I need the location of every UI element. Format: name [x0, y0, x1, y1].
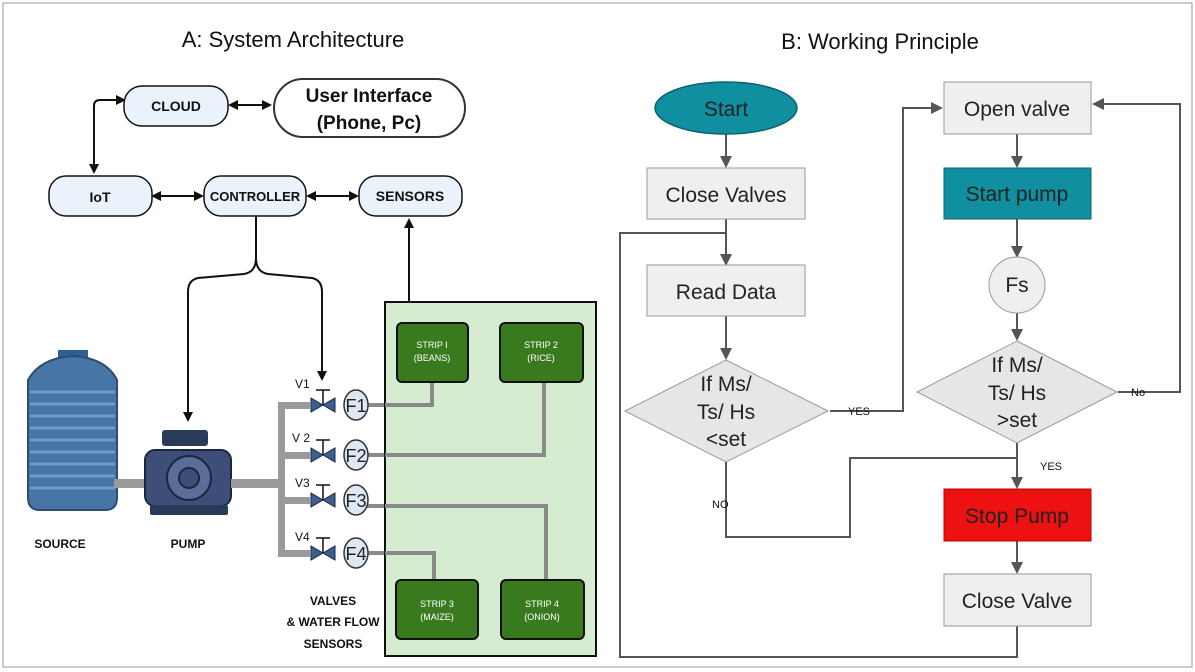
valve-label-v1: V1	[295, 377, 310, 391]
close-valve-node: Close Valve	[943, 573, 1092, 627]
cloud-iot-link	[89, 95, 126, 174]
strip-1: STRIP I (BEANS)	[396, 322, 469, 383]
cloud-node: CLOUD	[123, 85, 229, 127]
iot-node: IoT	[48, 175, 153, 217]
start-label: Start	[704, 98, 749, 121]
yes-label-2: YES	[1040, 461, 1062, 473]
strip-4: STRIP 4 (ONION)	[500, 579, 585, 640]
manifold-pipes	[231, 402, 310, 557]
decision-1-line1: If Ms/	[700, 373, 751, 396]
read-data-label: Read Data	[676, 281, 777, 304]
valve-v1-icon	[310, 389, 336, 413]
field-pipes-overlay	[385, 383, 548, 580]
valve-v2-icon	[310, 439, 336, 463]
flow-sensor-f4-label: F4	[345, 544, 366, 564]
start-pump-node: Start pump	[943, 167, 1092, 220]
strip-2-name: STRIP 2	[524, 340, 558, 350]
close-valves-node: Close Valves	[646, 167, 806, 220]
strip-1-crop: (BEANS)	[414, 353, 451, 363]
valves-label-line3: SENSORS	[304, 637, 363, 651]
panel-b-title: B: Working Principle	[781, 29, 979, 54]
flow-sensor-f2: F2	[343, 439, 369, 471]
controller-label: CONTROLLER	[210, 189, 301, 204]
read-data-node: Read Data	[646, 264, 806, 317]
open-valve-node: Open valve	[943, 81, 1092, 135]
controller-to-pump-arrow	[183, 216, 257, 422]
flow-sensor-f4: F4	[343, 537, 369, 569]
controller-to-valve-arrow	[255, 257, 327, 381]
strip-3: STRIP 3 (MAIZE)	[395, 579, 479, 640]
decision-2-line2: Ts/ Hs	[988, 382, 1046, 405]
strip-4-name: STRIP 4	[525, 599, 559, 609]
decision-1-line2: Ts/ Hs	[697, 401, 755, 424]
flow-sensor-f2-label: F2	[345, 446, 366, 466]
no-label-1: NO	[712, 499, 729, 511]
flow-sensor-f3: F3	[343, 484, 369, 516]
user-interface-node: User Interface (Phone, Pc)	[273, 78, 466, 138]
close-valve-label: Close Valve	[962, 590, 1073, 613]
sensors-node: SENSORS	[358, 175, 463, 217]
valves-label-line1: VALVES	[310, 594, 356, 608]
water-tank-icon	[27, 350, 118, 511]
start-node: Start	[654, 81, 798, 135]
pump-icon	[144, 430, 232, 515]
panel-a-title: A: System Architecture	[182, 27, 405, 52]
decision-1-line3: <set	[706, 428, 746, 451]
decision-2-line3: >set	[997, 409, 1037, 432]
fs-label: Fs	[1005, 274, 1028, 297]
decision-2-line1: If Ms/	[991, 354, 1042, 377]
open-valve-label: Open valve	[964, 98, 1070, 121]
valve-label-v3: V3	[295, 476, 310, 490]
strip-4-crop: (ONION)	[524, 612, 560, 622]
pump-label: PUMP	[171, 537, 206, 551]
fs-node: Fs	[988, 256, 1046, 314]
iot-label: IoT	[90, 189, 111, 205]
source-label: SOURCE	[34, 537, 85, 551]
valve-v3-icon	[310, 484, 336, 508]
sensors-label: SENSORS	[376, 188, 444, 204]
strip-3-crop: (MAIZE)	[420, 612, 454, 622]
valve-label-v2: V 2	[292, 431, 310, 445]
flow-sensor-f1-label: F1	[345, 396, 366, 416]
valve-v4-icon	[310, 537, 336, 561]
strip-1-name: STRIP I	[416, 340, 447, 350]
strip-3-name: STRIP 3	[420, 599, 454, 609]
pipe-tank-pump	[114, 479, 144, 488]
flow-connectors	[619, 98, 1181, 658]
controller-node: CONTROLLER	[203, 175, 307, 217]
flow-sensor-f1: F1	[343, 389, 369, 421]
ui-label-line1: User Interface	[306, 86, 433, 107]
valves-label-line2: & WATER FLOW	[286, 615, 380, 629]
strip-2-crop: (RICE)	[527, 353, 555, 363]
flow-sensor-f3-label: F3	[345, 491, 366, 511]
decision-1-node: If Ms/ Ts/ Hs <set	[623, 359, 830, 463]
start-pump-label: Start pump	[966, 183, 1069, 206]
strip-2: STRIP 2 (RICE)	[499, 322, 584, 383]
valve-label-v4: V4	[295, 530, 310, 544]
no-label-2: No	[1131, 387, 1145, 399]
yes-label-1: YES	[848, 406, 870, 418]
decision-2-node: If Ms/ Ts/ Hs >set	[915, 340, 1119, 444]
stop-pump-label: Stop Pump	[965, 505, 1069, 528]
close-valves-label: Close Valves	[666, 184, 787, 207]
stop-pump-node: Stop Pump	[943, 488, 1092, 542]
ui-label-line2: (Phone, Pc)	[317, 113, 422, 134]
cloud-label: CLOUD	[151, 98, 201, 114]
